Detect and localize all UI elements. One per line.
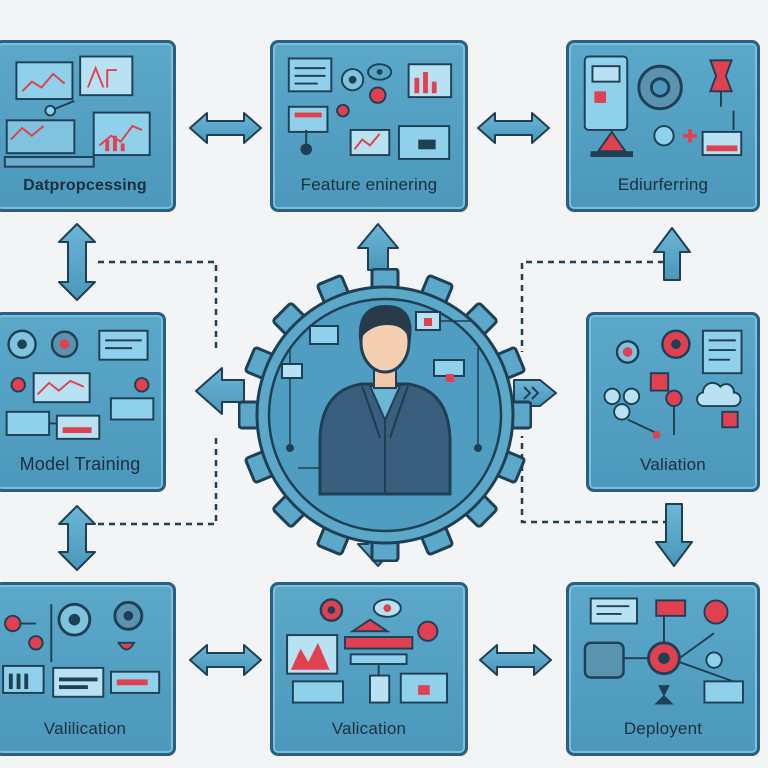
cloud-icon xyxy=(696,381,742,408)
double-arrow-bottom-right xyxy=(479,644,552,676)
double-arrow-left-lower xyxy=(58,505,96,571)
validation-right-illustration xyxy=(603,329,743,439)
card-label-model-training: Model Training xyxy=(19,454,141,474)
arrow-down-right xyxy=(655,503,693,567)
card-validation-bottom-center: Valication xyxy=(270,582,468,756)
monitor-icon xyxy=(15,61,74,101)
card-label-deployment: Deployent xyxy=(623,719,703,738)
double-arrow-left-upper xyxy=(58,223,96,301)
gear-icon xyxy=(57,602,92,637)
validation-bottom-center-illustration xyxy=(286,598,449,704)
gear-icon xyxy=(637,64,683,111)
feature-engineering-illustration xyxy=(287,57,453,160)
card-label-validation-bottom-center: Valication xyxy=(331,719,407,738)
dashed-connector-left-bottom xyxy=(98,436,218,526)
chart-icon xyxy=(87,65,117,88)
network-icon xyxy=(44,104,57,117)
card-edit-engineering: Ediurferring xyxy=(566,40,760,212)
validation-bottom-left-illustration xyxy=(2,600,161,698)
card-validation-bottom-left: Valilication xyxy=(0,582,176,756)
data-preprocessing-illustration xyxy=(3,55,151,168)
hub-decorations xyxy=(281,311,482,469)
card-data-preprocessing: Datpropcessing xyxy=(0,40,176,212)
card-deployment: Deployent xyxy=(566,582,760,756)
edit-engineering-illustration xyxy=(583,55,743,158)
card-label-validation-bottom-left: Valilication xyxy=(43,719,127,738)
dashed-connector-right-bottom xyxy=(520,436,680,524)
dashed-connector-left-top xyxy=(98,260,218,352)
dashed-connector-right-top xyxy=(520,260,664,352)
double-arrow-top-left xyxy=(189,112,262,144)
card-label-validation-right: Valiation xyxy=(640,455,706,474)
double-arrow-bottom-left xyxy=(189,644,262,676)
gear-icon xyxy=(113,600,144,631)
person-icon xyxy=(318,304,452,496)
card-label-edit-engineering: Ediurferring xyxy=(617,175,709,194)
card-label-data-preprocessing: Datpropcessing xyxy=(23,177,147,194)
arrow-left-hub xyxy=(195,367,245,415)
card-validation-right: Valiation xyxy=(586,312,760,492)
card-feature-engineering: Feature eninering xyxy=(270,40,468,212)
arrow-up-right xyxy=(653,227,691,281)
monitor-icon xyxy=(79,55,134,97)
hub-gear xyxy=(238,268,532,562)
deployment-illustration xyxy=(583,597,744,705)
double-arrow-top-right xyxy=(477,112,550,144)
card-label-feature-engineering: Feature eninering xyxy=(300,175,438,194)
model-training-illustration xyxy=(5,329,155,440)
arrow-up-hub xyxy=(357,223,399,271)
database-icon xyxy=(583,641,625,679)
card-model-training: Model Training xyxy=(0,312,166,492)
